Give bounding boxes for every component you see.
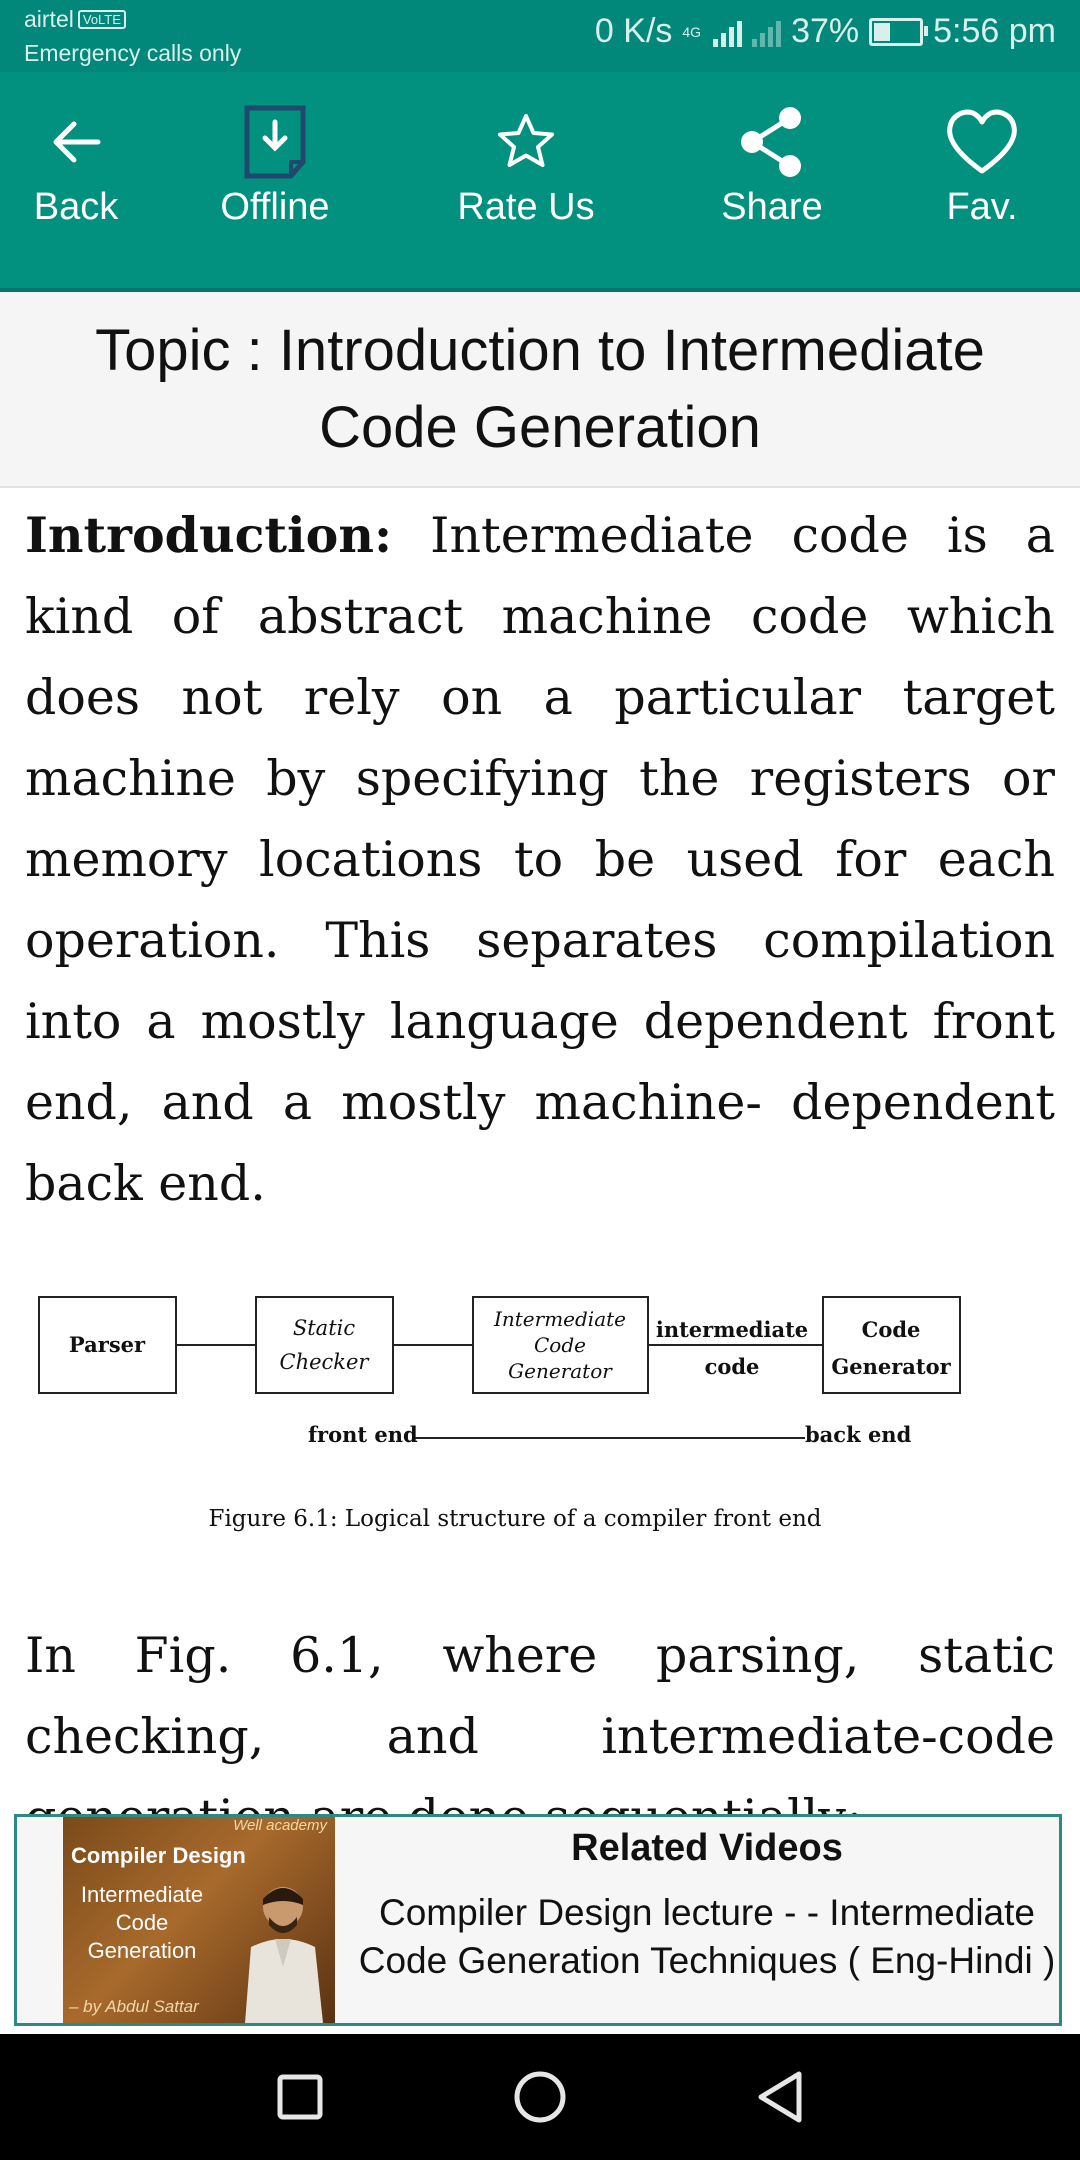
square-icon (277, 2074, 323, 2120)
signal-icon (713, 17, 743, 47)
back-end-label: back end (805, 1422, 912, 1447)
share-icon (741, 107, 801, 177)
network-speed: 0 K/s (594, 12, 673, 50)
share-label: Share (721, 186, 823, 228)
rate-us-label: Rate Us (457, 186, 595, 228)
battery-icon (869, 17, 929, 46)
static-checker-label-1: Static (293, 1316, 356, 1340)
thumbnail-author: – by Abdul Sattar (69, 1997, 199, 2016)
triangle-back-icon (758, 2071, 802, 2123)
code-generator-label-1: Code (862, 1317, 921, 1342)
icg-label-2: Code (534, 1333, 586, 1357)
icg-label-3: Generator (508, 1359, 613, 1383)
front-end-label: front end (308, 1422, 418, 1447)
recents-button[interactable] (255, 2062, 345, 2132)
thumbnail-subtitle: Intermediate Code Generation (80, 1882, 204, 1963)
parser-label: Parser (69, 1332, 146, 1357)
circle-icon (514, 2071, 566, 2123)
battery-percent: 37% (791, 12, 860, 50)
status-indicators: 0 K/s 4G 37% 5:56 pm (595, 12, 1056, 51)
home-button[interactable] (495, 2062, 585, 2132)
action-toolbar: Back Offline Rate Us Share Fav. (0, 72, 1080, 292)
video-thumbnail[interactable]: Well academy Compiler Design Intermediat… (63, 1817, 335, 2023)
related-video-title[interactable]: Compiler Design lecture - - Intermediate… (358, 1892, 1056, 1981)
back-label: Back (33, 186, 119, 228)
intro-text: Intermediate code is a kind of abstract … (25, 507, 1055, 1212)
favorite-button[interactable]: Fav. (882, 102, 1080, 229)
favorite-label: Fav. (946, 186, 1018, 228)
intermediate-label-2: code (705, 1354, 760, 1379)
presenter-image (245, 1887, 323, 2023)
related-videos-heading: Related Videos (571, 1827, 843, 1869)
emergency-text: Emergency calls only (24, 40, 242, 66)
static-checker-label-2: Checker (280, 1350, 371, 1374)
share-button[interactable]: Share (672, 102, 872, 229)
intro-label: Introduction: (25, 506, 393, 564)
topic-header: Topic : Introduction to Intermediate Cod… (0, 292, 1080, 488)
code-generator-label-2: Generator (831, 1354, 951, 1379)
static-checker-box (255, 1296, 394, 1394)
back-nav-button[interactable] (735, 2062, 825, 2132)
icg-label-1: Intermediate (493, 1307, 626, 1331)
article-intro: Introduction: Intermediate code is a kin… (25, 495, 1055, 1224)
rate-us-button[interactable]: Rate Us (426, 102, 626, 229)
topic-title: Topic : Introduction to Intermediate Cod… (95, 318, 985, 460)
network-type: 4G (682, 23, 702, 40)
arrow-left-icon (53, 121, 101, 163)
signal-icon-sim2 (752, 17, 782, 47)
thumbnail-channel: Well academy (233, 1817, 327, 1834)
code-generator-box (822, 1296, 961, 1394)
heart-icon (947, 109, 1017, 174)
system-nav-bar (0, 2034, 1080, 2160)
thumbnail-title: Compiler Design (71, 1843, 246, 1868)
related-videos-card[interactable]: Well academy Compiler Design Intermediat… (14, 1814, 1062, 2026)
offline-label: Offline (220, 186, 330, 228)
compiler-structure-figure: Parser Static Checker Intermediate Code … (38, 1296, 961, 1532)
star-icon (498, 114, 554, 167)
offline-button[interactable]: Offline (175, 102, 375, 229)
offline-download-icon (244, 105, 306, 179)
figure-caption: Figure 6.1: Logical structure of a compi… (208, 1506, 821, 1532)
back-button[interactable]: Back (0, 102, 176, 229)
intermediate-label-1: intermediate (656, 1317, 808, 1342)
volte-badge: VoLTE (77, 10, 126, 29)
clock: 5:56 pm (933, 12, 1056, 50)
article-paragraph-2: In Fig. 6.1, where parsing, static check… (25, 1627, 1055, 1815)
